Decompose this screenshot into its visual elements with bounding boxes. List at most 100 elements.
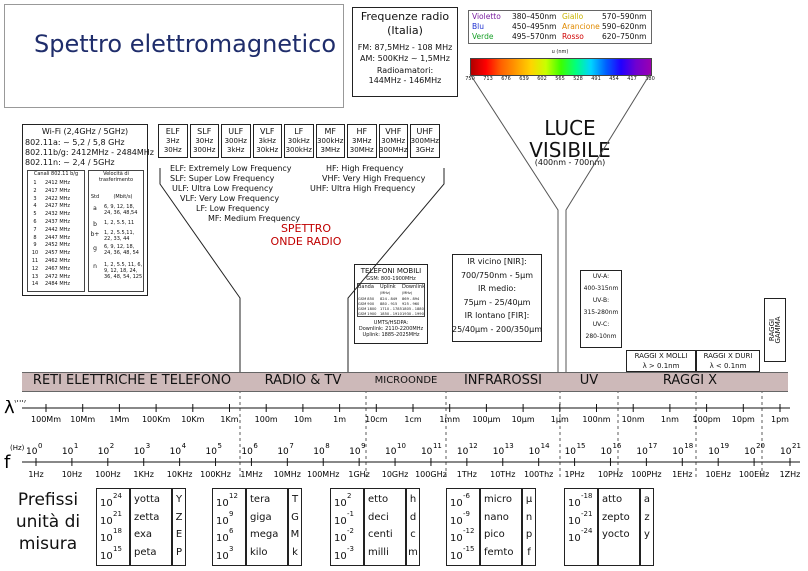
radio-band-range: 3kHz 30kHz bbox=[256, 137, 279, 154]
uv-line: UV-C: bbox=[592, 321, 610, 328]
prefix-name: centi bbox=[368, 529, 393, 540]
wifi-channel-num: 14 bbox=[31, 281, 39, 288]
prefix-symbol-box bbox=[172, 488, 186, 566]
lambda-tick-base: 10 bbox=[550, 400, 562, 403]
prefix-exp: 12 bbox=[229, 492, 238, 500]
color-name: Giallo bbox=[562, 12, 584, 21]
xray-hard-title: RAGGI X DURI bbox=[703, 352, 753, 360]
prefix-name: kilo bbox=[250, 546, 268, 558]
radio-band-cell bbox=[221, 124, 251, 158]
visible-tick: 713 bbox=[483, 76, 493, 82]
lambda-unit: (m) bbox=[14, 400, 27, 404]
ir-line: 75µm - 25/40µm bbox=[463, 297, 531, 307]
freq-tick-base: 10 bbox=[62, 447, 74, 457]
freq-tick-base: 10 bbox=[313, 447, 325, 457]
wifi-channel-freq: 2442 MHz bbox=[45, 226, 71, 233]
color-range: 590–620nm bbox=[602, 22, 647, 31]
freq-tick-base: 10 bbox=[170, 447, 182, 457]
visible-spectrum-strip bbox=[470, 58, 652, 76]
wifi-speed-value: 1, 2, 5.5,11, 22, 33, 44 bbox=[104, 230, 135, 242]
uv-line: 315-280nm bbox=[583, 309, 619, 316]
prefix-name: etto bbox=[368, 494, 389, 505]
radio-band-range: 30Hz 300Hz bbox=[193, 137, 216, 154]
telefoni-cell: 824 - 849 bbox=[380, 297, 398, 301]
lambda-tick-label: 10pm bbox=[732, 415, 755, 424]
telefoni-col: Uplink bbox=[380, 284, 396, 290]
prefix-symbol: z bbox=[644, 511, 650, 523]
freq-tick-label: 10KHz bbox=[167, 470, 193, 479]
lambda-tick-base: 10 bbox=[293, 400, 305, 403]
freq-symbol: f bbox=[4, 452, 11, 473]
band-label: UV bbox=[579, 373, 599, 388]
freq-tick-base: 10 bbox=[708, 447, 720, 457]
freq-tick-base: 10 bbox=[98, 447, 110, 457]
prefix-base: 10 bbox=[216, 533, 229, 544]
wifi-channels-table bbox=[27, 170, 85, 292]
radio-band-fullname: SLF: Super Low Frequency bbox=[170, 174, 275, 183]
prefix-name: femto bbox=[484, 546, 514, 558]
prefix-symbol: c bbox=[410, 529, 416, 540]
prefix-exp: 9 bbox=[229, 509, 234, 518]
telefoni-cell: 1805 - 1880 bbox=[402, 307, 424, 311]
prefix-exp: -24 bbox=[581, 527, 593, 535]
prefix-name: mega bbox=[250, 529, 279, 540]
wifi-channel-num: 9 bbox=[33, 242, 37, 249]
prefix-name-box bbox=[480, 488, 522, 566]
freq-tick-label: 100Thz bbox=[524, 470, 553, 479]
color-name: Rosso bbox=[562, 32, 584, 41]
prefix-exp-box bbox=[564, 488, 598, 566]
freq-tick-exp: 5 bbox=[218, 442, 222, 450]
freq-tick-label: 1GHz bbox=[348, 470, 370, 479]
lambda-tick-label: 10cm bbox=[365, 415, 388, 424]
wifi-channel-freq: 2447 MHz bbox=[45, 234, 71, 241]
prefix-exp-box bbox=[212, 488, 246, 566]
wifi-channel-num: 11 bbox=[31, 258, 39, 264]
radio-band-range: 300Hz 3kHz bbox=[224, 137, 247, 154]
prefix-symbol-box bbox=[406, 488, 420, 566]
prefix-base: 10 bbox=[216, 498, 229, 509]
prefix-exp: 2 bbox=[347, 492, 352, 500]
wifi-channel-num: 2 bbox=[33, 187, 37, 194]
prefix-base: 10 bbox=[100, 533, 113, 544]
visible-tick: 676 bbox=[501, 76, 511, 82]
freq-tick-base: 10 bbox=[565, 447, 577, 457]
prefix-base: 10 bbox=[450, 550, 463, 562]
color-name: Verde bbox=[472, 32, 494, 41]
wifi-channel-freq: 2417 MHz bbox=[45, 187, 71, 194]
prefix-name: exa bbox=[134, 529, 153, 540]
freq-tick-base: 10 bbox=[134, 447, 146, 457]
uv-line: UV-A: bbox=[592, 273, 610, 280]
xray-soft-box bbox=[626, 350, 696, 372]
freq-tick-label: 1THz bbox=[457, 470, 477, 479]
color-range: 495–570nm bbox=[512, 32, 557, 41]
freq-tick-exp: 17 bbox=[648, 442, 657, 450]
prefix-exp: 21 bbox=[113, 509, 122, 518]
freq-tick-exp: 13 bbox=[505, 442, 514, 450]
color-range: 380–450nm bbox=[512, 12, 557, 21]
telefoni-cell: 1710 - 1785 bbox=[380, 307, 402, 311]
prefix-exp: 6 bbox=[229, 527, 234, 535]
radio-band-cell bbox=[284, 124, 314, 158]
prefix-symbol: n bbox=[525, 511, 533, 523]
lambda-tick-base: 10 bbox=[256, 400, 268, 403]
lambda-tick-label: 100nm bbox=[582, 415, 610, 424]
lambda-tick-base: 10 bbox=[73, 400, 85, 403]
visible-tick: 491 bbox=[591, 76, 601, 82]
freq-tick-label: 10PHz bbox=[598, 470, 623, 479]
radio-freq-am: AM: 500KHz ~ 1,5MHz bbox=[360, 54, 450, 63]
freq-tick-exp: 21 bbox=[792, 442, 801, 450]
radio-band-range: 3MHz 30MHz bbox=[349, 137, 374, 154]
freq-tick-label: 100MHz bbox=[307, 470, 339, 479]
prefix-title-line: misura bbox=[18, 534, 78, 554]
freq-tick-exp: 0 bbox=[38, 442, 42, 450]
wifi-line: 802.11b/g: 2412MHz - 2484MHz bbox=[25, 148, 155, 157]
radio-band-range: 3Hz 30Hz bbox=[163, 137, 182, 154]
radio-band-name: SLF bbox=[197, 127, 212, 136]
telefoni-umts-up: Uplink: 1885-2025MHz bbox=[362, 332, 420, 338]
radio-band-fullname: MF: Medium Frequency bbox=[208, 214, 300, 223]
prefix-exp-box bbox=[330, 488, 364, 566]
freq-tick-base: 10 bbox=[493, 447, 505, 457]
freq-tick-exp: 1 bbox=[74, 442, 78, 450]
freq-tick-base: 10 bbox=[457, 447, 469, 457]
